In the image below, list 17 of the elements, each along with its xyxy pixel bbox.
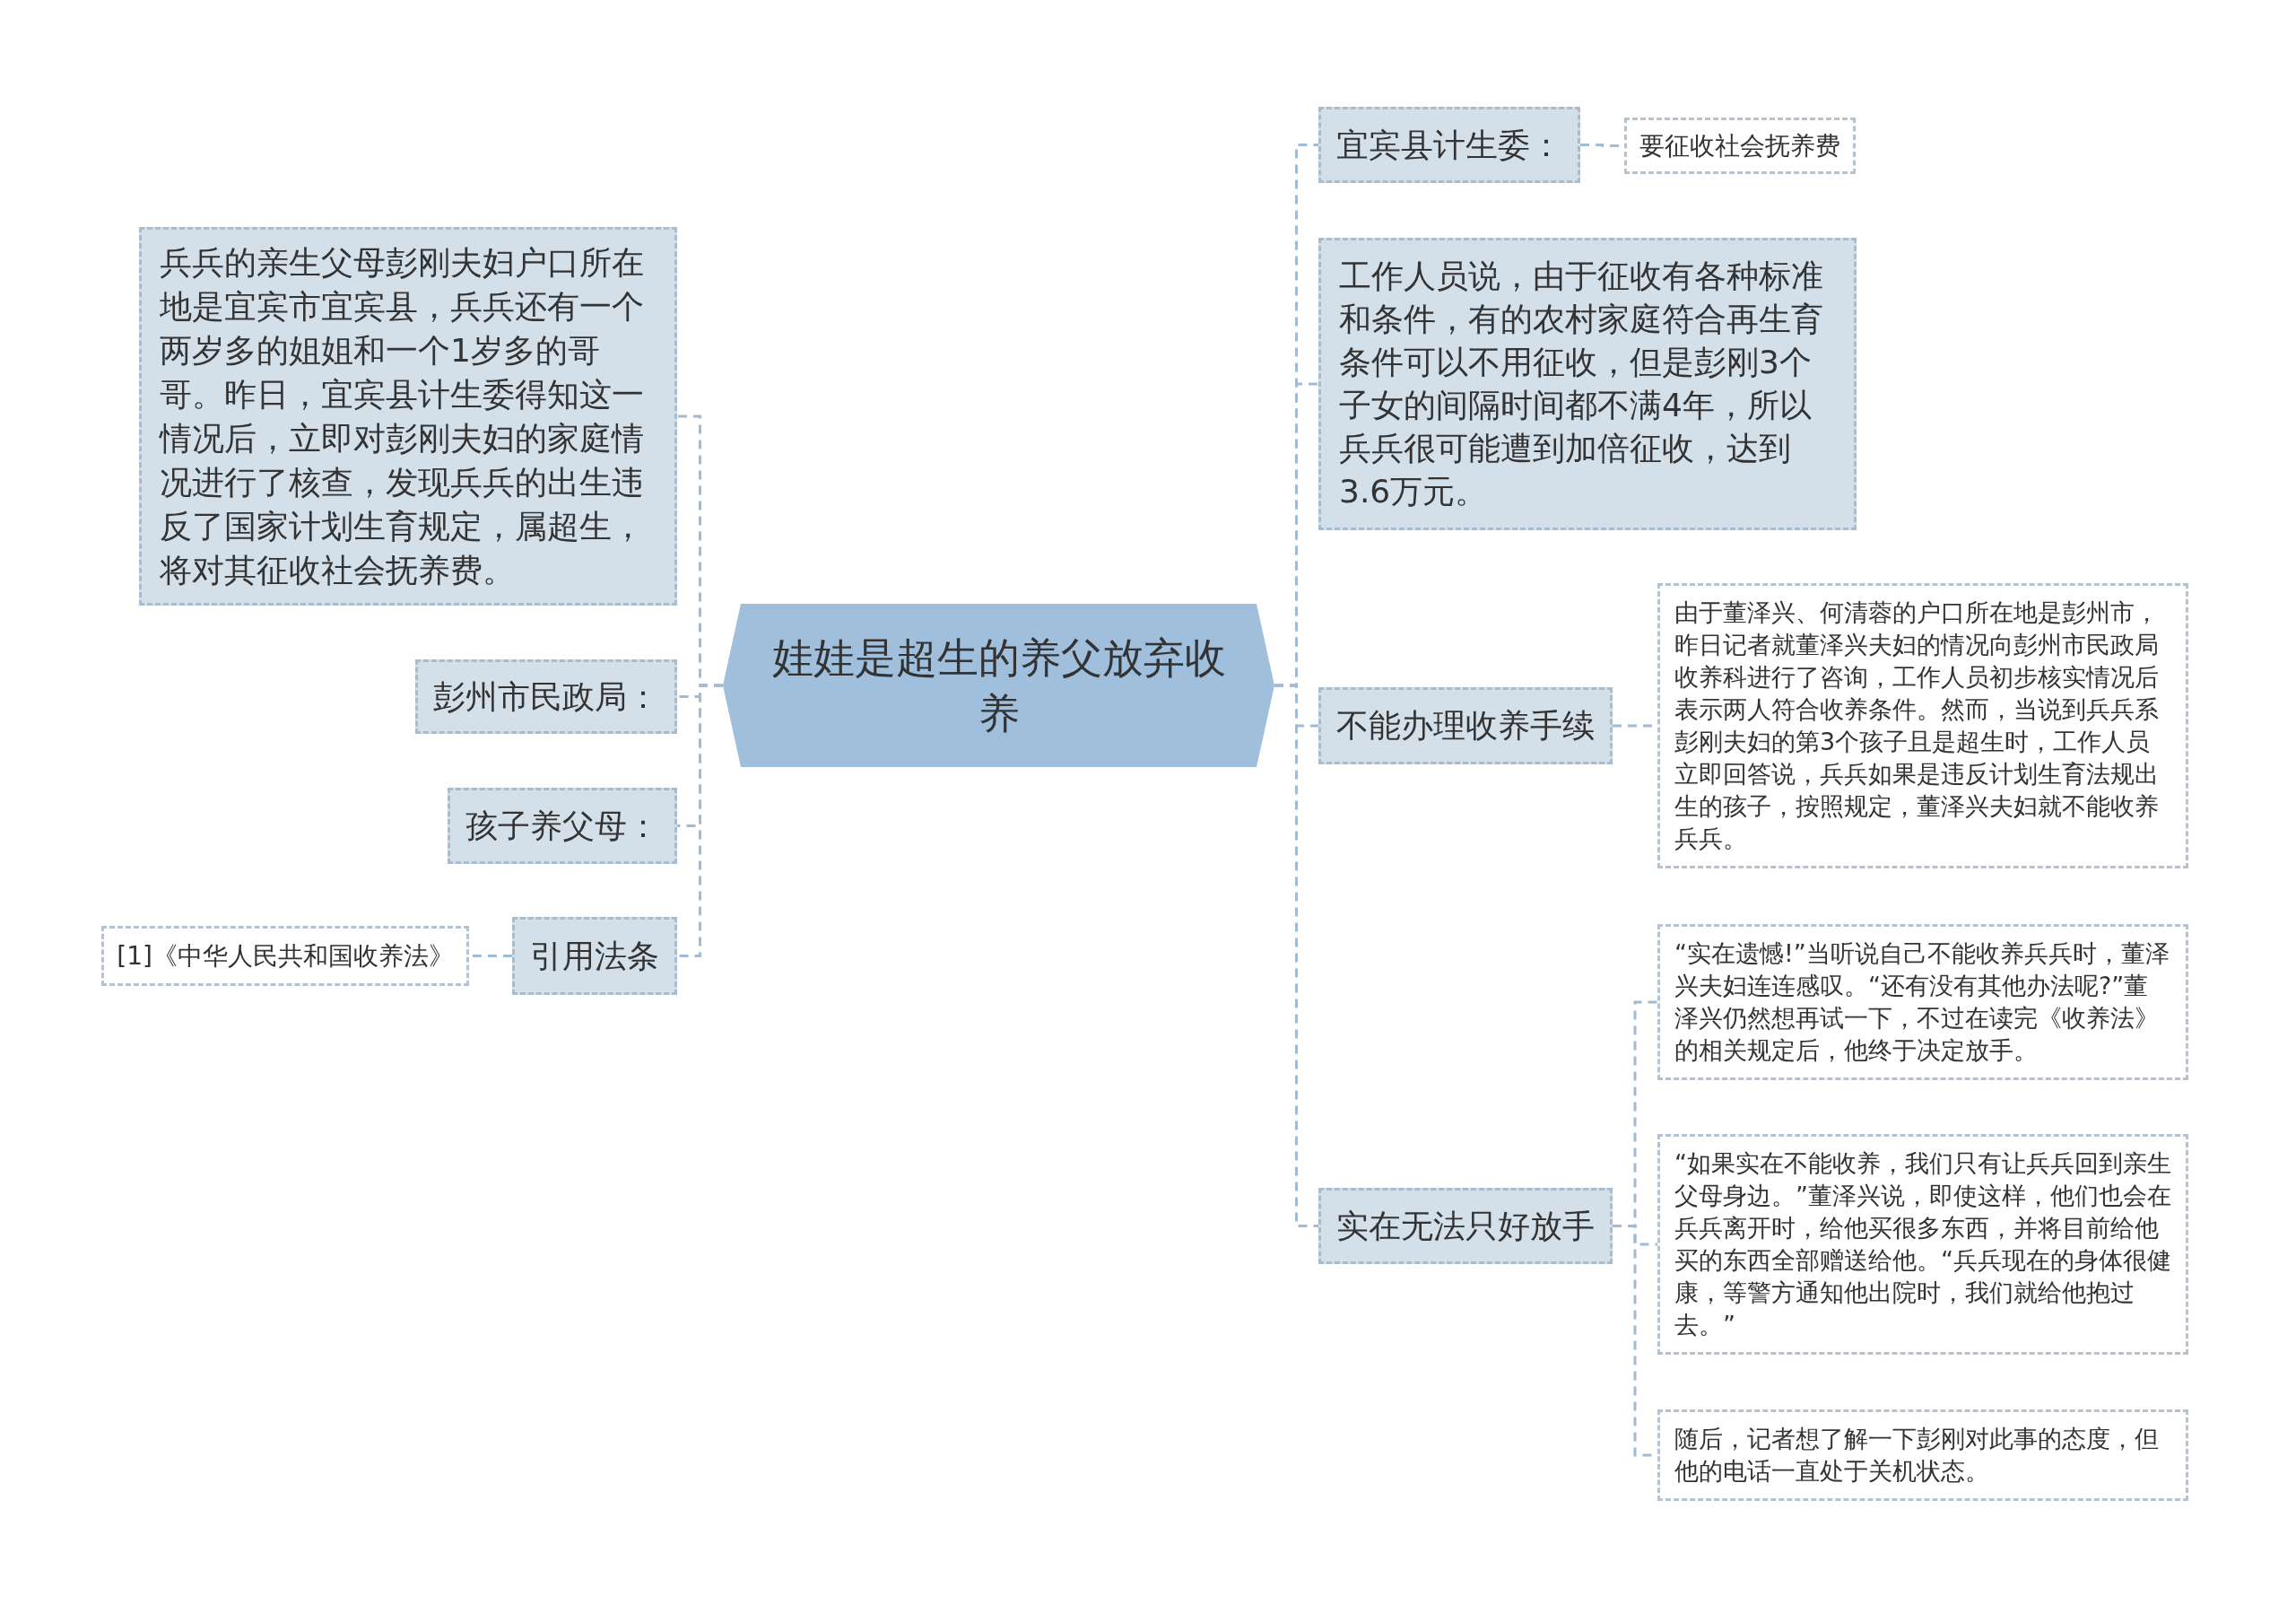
note-box: “实在遗憾!”当听说自己不能收养兵兵时，董泽兴夫妇连连感叹。“还有没有其他办法呢?”董泽兴仍然想再试一下，不过在读完《收养法》的相关规定后，他终于决定放手。 [1657, 924, 2188, 1080]
note-box: 随后，记者想了解一下彭刚对此事的态度，但他的电话一直处于关机状态。 [1657, 1409, 2188, 1501]
note-box: 由于董泽兴、何清蓉的户口所在地是彭州市，昨日记者就董泽兴夫妇的情况向彭州市民政局收养科进行了咨询，工作人员初步核实情况后表示两人符合收养条件。然而，当说到兵兵系彭刚夫妇的第3个孩子且是超生时，工作人员立即回答说，兵兵如果是违反计划生育法规出生的孩子，按照规定，董泽兴夫妇就不能收养兵兵。 [1657, 583, 2188, 868]
note-box: “如果实在不能收养，我们只有让兵兵回到亲生父母身边。”董泽兴说，即使这样，他们也会在兵兵离开时，给他买很多东西，并将目前给他买的东西全部赠送给他。“兵兵现在的身体很健康，等警方通知他出院时，我们就给他抱过去。” [1657, 1134, 2188, 1355]
connector-line [1274, 684, 1318, 1227]
topic-box: 彭州市民政局： [415, 659, 677, 734]
reference-box: [1]《中华人民共和国收养法》 [101, 926, 469, 986]
topic-box: 不能办理收养手续 [1318, 687, 1613, 764]
connector-line [677, 684, 723, 957]
note-box: 要征收社会抚养费 [1624, 118, 1856, 174]
central-topic: 娃娃是超生的养父放弃收养 [723, 604, 1274, 767]
topic-text-box: 工作人员说，由于征收有各种标准和条件，有的农村家庭符合再生育条件可以不用征收，但是彭刚3个子女的间隔时间都不满4年，所以兵兵很可能遭到加倍征收，达到3.6万元。 [1318, 238, 1857, 530]
topic-box: 宜宾县计生委： [1318, 107, 1580, 183]
topic-text-box: 兵兵的亲生父母彭刚夫妇户口所在地是宜宾市宜宾县，兵兵还有一个两岁多的姐姐和一个1岁多的哥哥。昨日，宜宾县计生委得知这一情况后，立即对彭刚夫妇的家庭情况进行了核查，发现兵兵的出生违反了国家计划生育规定，属超生，将对其征收社会抚养费。 [139, 227, 677, 606]
topic-box: 引用法条 [512, 917, 677, 995]
topic-box: 实在无法只好放手 [1318, 1188, 1613, 1264]
topic-box: 孩子养父母： [448, 788, 677, 864]
